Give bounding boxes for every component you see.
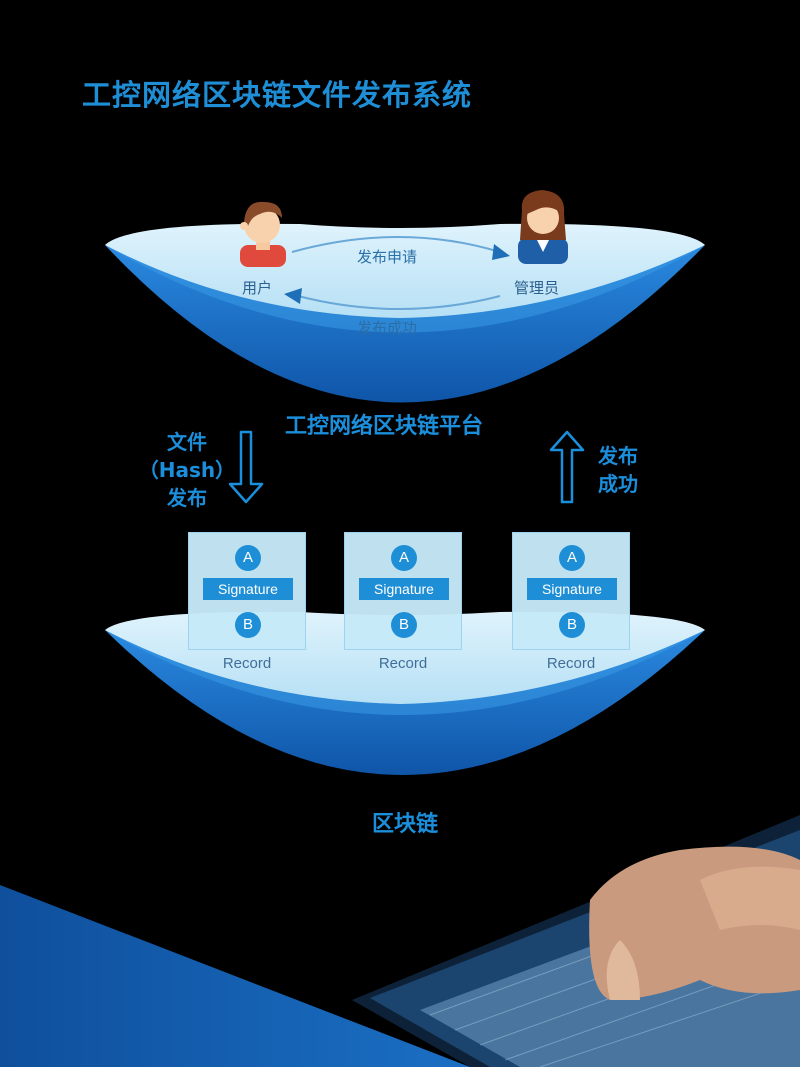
success-up-arrow xyxy=(549,430,585,504)
success-arrow xyxy=(284,288,501,310)
publish-success-line1: 发布 xyxy=(598,444,638,468)
platform-label: 工控网络区块链平台 xyxy=(285,414,484,439)
request-arrow xyxy=(291,236,510,260)
block-2-record-label: Record xyxy=(378,655,428,672)
block-2: A Signature B xyxy=(344,532,462,650)
publish-success-line2: 成功 xyxy=(598,472,638,496)
user-label: 用户 xyxy=(242,279,273,297)
success-label: 发布成功 xyxy=(357,319,418,337)
request-label: 发布申请 xyxy=(357,248,418,266)
keyboard-image xyxy=(352,815,800,1067)
publish-hash-line3: 发布 xyxy=(167,486,207,510)
block-1-b-badge: B xyxy=(235,612,261,638)
block-3: A Signature B xyxy=(512,532,630,650)
block-3-b-badge: B xyxy=(559,612,585,638)
publish-hash-line2: （Hash） xyxy=(138,458,236,482)
block-2-a-badge: A xyxy=(391,545,417,571)
publish-hash-line1: 文件 xyxy=(167,430,207,454)
publish-hash-label: 文件 （Hash） 发布 xyxy=(132,428,242,512)
block-1-record-label: Record xyxy=(222,655,272,672)
page-title: 工控网络区块链文件发布系统 xyxy=(82,78,473,112)
admin-avatar xyxy=(518,190,568,264)
block-1-a-badge: A xyxy=(235,545,261,571)
block-2-b-badge: B xyxy=(391,612,417,638)
blockchain-label: 区块链 xyxy=(372,812,439,837)
block-1-signature: Signature xyxy=(203,578,293,600)
bottom-band xyxy=(0,885,470,1067)
block-3-signature: Signature xyxy=(527,578,617,600)
user-avatar xyxy=(240,201,286,267)
block-2-signature: Signature xyxy=(359,578,449,600)
block-3-record-label: Record xyxy=(546,655,596,672)
block-3-a-badge: A xyxy=(559,545,585,571)
block-1: A Signature B xyxy=(188,532,306,650)
admin-label: 管理员 xyxy=(514,279,560,297)
publish-down-arrow xyxy=(228,430,264,504)
publish-success-label: 发布 成功 xyxy=(590,442,646,498)
